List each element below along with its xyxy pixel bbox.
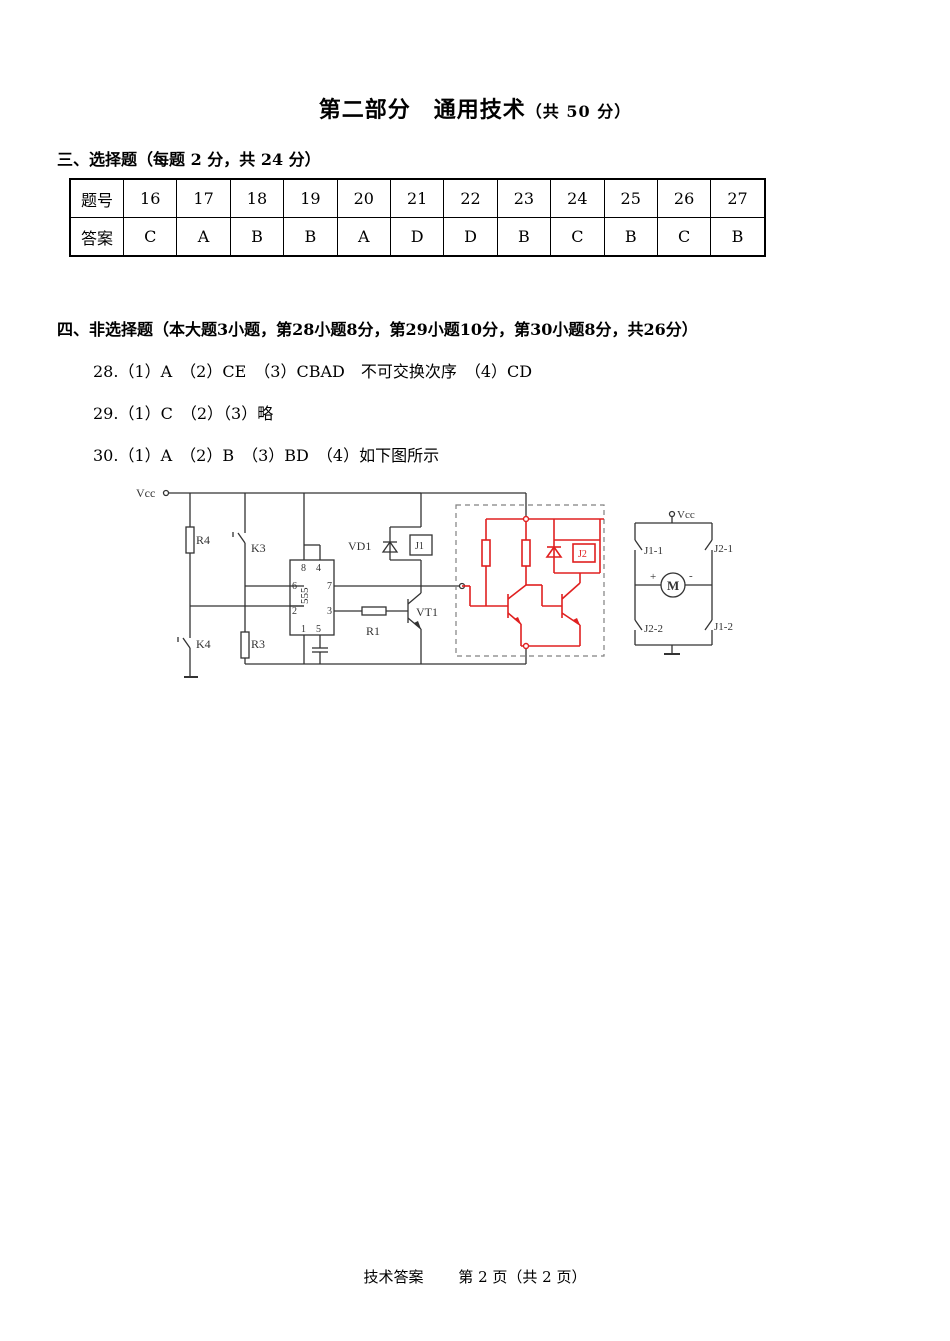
label-j1-1: J1-1 [644, 545, 663, 557]
motor-vcc: Vcc [677, 509, 695, 521]
title-score: （共 50 分） [525, 102, 632, 121]
answer-cell: B [710, 217, 766, 257]
answer-q28: 28.（1）A （2）CE （3）CBAD 不可交换次序 （4）CD [93, 362, 533, 381]
row-label-number: 题号 [69, 178, 124, 218]
label-k4: K4 [196, 637, 211, 651]
label-vcc: Vcc [136, 486, 155, 500]
question-number: 20 [336, 178, 391, 218]
label-pin7: 7 [327, 581, 332, 592]
answer-cell: C [550, 217, 605, 257]
label-pin4: 4 [316, 563, 321, 574]
answer-cell: D [443, 217, 498, 257]
motor-minus: - [689, 570, 693, 582]
label-vd1: VD1 [348, 539, 371, 553]
circuit-diagram: Vcc R4 K3 K4 R3 8 4 6 7 2 3 1 5 555 R1 V… [136, 486, 733, 678]
label-555: 555 [299, 587, 311, 604]
label-pin8: 8 [301, 563, 306, 574]
question-number: 25 [603, 178, 658, 218]
answer-cell: D [389, 217, 445, 257]
label-pin6: 6 [292, 581, 297, 592]
label-r3: R3 [251, 637, 265, 651]
answer-cell: A [336, 217, 391, 257]
page-footer: 技术答案 第 2 页（共 2 页） [363, 1268, 587, 1286]
question-number: 18 [229, 178, 285, 218]
page-title: 第二部分 通用技术（共 50 分） [0, 92, 950, 124]
label-vt1: VT1 [416, 605, 438, 619]
answer-cell: B [496, 217, 552, 257]
label-j2-2: J2-2 [644, 623, 663, 635]
label-r1: R1 [366, 624, 380, 638]
question-number: 27 [710, 178, 766, 218]
title-main: 第二部分 通用技术 [318, 97, 526, 123]
answer-cell: C [122, 217, 178, 257]
section4-heading: 四、非选择题（本大题3小题，第28小题8分，第29小题10分，第30小题8分，共… [57, 320, 698, 339]
label-j1-2: J1-2 [714, 621, 733, 633]
label-j1: J1 [415, 541, 424, 552]
answer-cell: B [603, 217, 658, 257]
section3-heading: 三、选择题（每题 2 分，共 24 分） [57, 150, 321, 169]
answer-q30: 30.（1）A （2）B （3）BD （4）如下图所示 [93, 446, 440, 465]
question-number: 26 [656, 178, 712, 218]
question-number: 19 [283, 178, 338, 218]
question-number: 17 [176, 178, 231, 218]
motor-plus: + [650, 571, 656, 583]
label-j2-1: J2-1 [714, 543, 733, 555]
label-pin3: 3 [327, 606, 332, 617]
label-k3: K3 [251, 541, 266, 555]
table-row: 题号 16 17 18 19 20 21 22 23 24 25 26 27 [69, 178, 766, 218]
answer-cell: C [656, 217, 712, 257]
question-number: 22 [443, 178, 498, 218]
answer-q29: 29.（1）C （2）（3）略 [93, 404, 274, 423]
label-pin1: 1 [301, 624, 306, 635]
label-pin5: 5 [316, 624, 321, 635]
table-row: 答案 C A B B A D D B C B C B [69, 217, 766, 257]
motor-icon: M [667, 578, 679, 593]
label-j2: J2 [578, 549, 587, 560]
answer-table: 题号 16 17 18 19 20 21 22 23 24 25 26 27 答… [69, 178, 766, 257]
label-r4: R4 [196, 533, 210, 547]
answer-cell: B [229, 217, 285, 257]
question-number: 24 [550, 178, 605, 218]
question-number: 21 [389, 178, 445, 218]
answer-cell: A [176, 217, 231, 257]
answer-cell: B [283, 217, 338, 257]
label-pin2: 2 [292, 606, 297, 617]
question-number: 16 [122, 178, 178, 218]
question-number: 23 [496, 178, 552, 218]
row-label-answer: 答案 [69, 217, 124, 257]
